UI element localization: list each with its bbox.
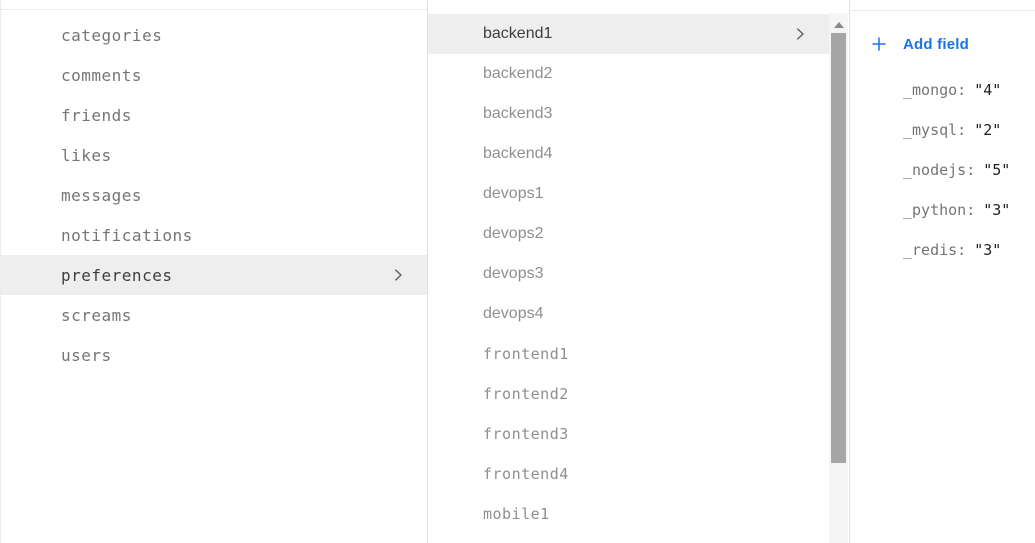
add-field-label: Add field xyxy=(903,35,969,53)
panel-top-divider xyxy=(850,10,1035,11)
collection-label: comments xyxy=(61,65,143,85)
scroll-up-button[interactable] xyxy=(829,13,848,33)
document-label: backend3 xyxy=(483,105,553,122)
document-label: devops3 xyxy=(483,265,544,282)
collection-label: friends xyxy=(61,105,132,125)
document-item-frontend3[interactable]: frontend3 xyxy=(428,414,829,454)
document-label: backend2 xyxy=(483,65,553,82)
document-item-frontend1[interactable]: frontend1 xyxy=(428,334,829,374)
panel-top-divider xyxy=(1,9,427,10)
document-item-devops3[interactable]: devops3 xyxy=(428,254,829,294)
document-label: frontend2 xyxy=(483,385,569,403)
document-item-frontend4[interactable]: frontend4 xyxy=(428,454,829,494)
documents-list: backend1 backend2 backend3 backend4 devo… xyxy=(428,14,829,534)
document-label: backend4 xyxy=(483,145,553,162)
document-label: devops2 xyxy=(483,225,544,242)
field-key: _mongo: xyxy=(903,81,967,99)
plus-icon xyxy=(870,35,888,53)
field-key: _mysql: xyxy=(903,121,967,139)
scrollbar-thumb[interactable] xyxy=(831,33,846,463)
documents-scrollbar[interactable] xyxy=(829,13,848,543)
document-item-backend2[interactable]: backend2 xyxy=(428,54,829,94)
document-item-backend3[interactable]: backend3 xyxy=(428,94,829,134)
collection-label: notifications xyxy=(61,225,193,245)
collection-item-users[interactable]: users xyxy=(1,335,427,375)
document-item-devops1[interactable]: devops1 xyxy=(428,174,829,214)
field-row-nodejs[interactable]: _nodejs: "5" xyxy=(850,150,1035,190)
collection-item-likes[interactable]: likes xyxy=(1,135,427,175)
collection-label: categories xyxy=(61,25,163,45)
fields-list: _mongo: "4" _mysql: "2" _nodejs: "5" _py… xyxy=(850,70,1035,270)
document-label: backend1 xyxy=(483,25,553,42)
collection-label: messages xyxy=(61,185,143,205)
collection-item-messages[interactable]: messages xyxy=(1,175,427,215)
document-label: frontend4 xyxy=(483,465,569,483)
field-key: _python: xyxy=(903,201,976,219)
scroll-up-arrow-icon xyxy=(833,22,844,28)
collections-panel: categories comments friends likes messag… xyxy=(0,0,428,543)
add-field-button[interactable]: Add field xyxy=(870,30,969,58)
field-value: "4" xyxy=(974,81,1002,99)
collection-item-friends[interactable]: friends xyxy=(1,95,427,135)
collection-label: screams xyxy=(61,305,132,325)
field-value: "5" xyxy=(983,161,1011,179)
document-item-frontend2[interactable]: frontend2 xyxy=(428,374,829,414)
document-item-mobile1[interactable]: mobile1 xyxy=(428,494,829,534)
document-label: mobile1 xyxy=(483,505,550,523)
collection-label: preferences xyxy=(61,265,173,285)
field-value: "3" xyxy=(983,201,1011,219)
field-row-mysql[interactable]: _mysql: "2" xyxy=(850,110,1035,150)
document-item-devops2[interactable]: devops2 xyxy=(428,214,829,254)
field-row-redis[interactable]: _redis: "3" xyxy=(850,230,1035,270)
field-value: "2" xyxy=(974,121,1002,139)
collection-item-categories[interactable]: categories xyxy=(1,15,427,55)
collection-item-comments[interactable]: comments xyxy=(1,55,427,95)
collection-label: likes xyxy=(61,145,112,165)
collection-item-preferences[interactable]: preferences xyxy=(1,255,427,295)
collections-list: categories comments friends likes messag… xyxy=(1,15,427,375)
fields-panel: Add field _mongo: "4" _mysql: "2" _nodej… xyxy=(850,0,1035,543)
document-label: devops1 xyxy=(483,185,544,202)
chevron-right-icon xyxy=(791,25,809,43)
collection-item-screams[interactable]: screams xyxy=(1,295,427,335)
document-item-backend1[interactable]: backend1 xyxy=(428,14,829,54)
collection-label: users xyxy=(61,345,112,365)
field-row-python[interactable]: _python: "3" xyxy=(850,190,1035,230)
document-item-devops4[interactable]: devops4 xyxy=(428,294,829,334)
field-key: _nodejs: xyxy=(903,161,976,179)
chevron-right-icon xyxy=(389,266,407,284)
collection-item-notifications[interactable]: notifications xyxy=(1,215,427,255)
field-key: _redis: xyxy=(903,241,967,259)
field-row-mongo[interactable]: _mongo: "4" xyxy=(850,70,1035,110)
field-value: "3" xyxy=(974,241,1002,259)
document-label: frontend3 xyxy=(483,425,569,443)
document-item-backend4[interactable]: backend4 xyxy=(428,134,829,174)
document-label: frontend1 xyxy=(483,345,569,363)
document-label: devops4 xyxy=(483,305,544,322)
documents-panel: backend1 backend2 backend3 backend4 devo… xyxy=(428,0,850,543)
